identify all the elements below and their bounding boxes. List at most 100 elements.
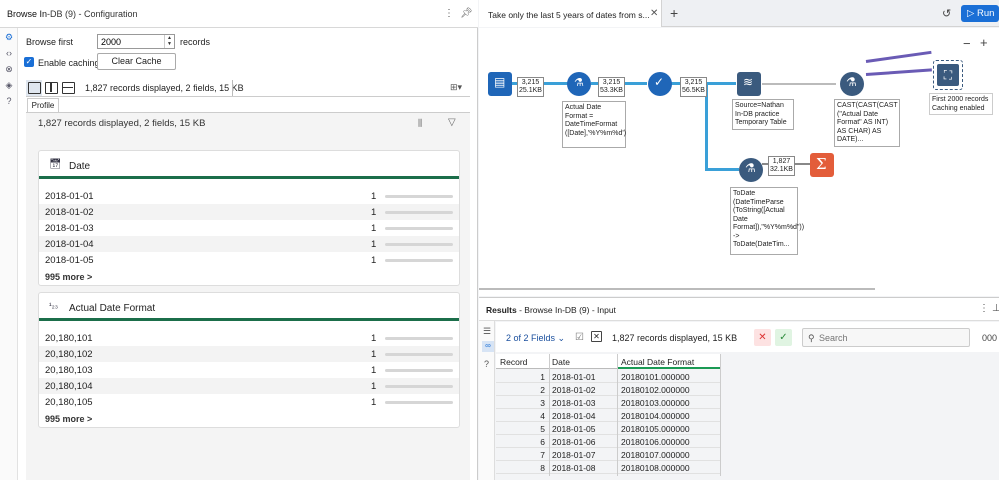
- help-icon[interactable]: ?: [484, 359, 490, 369]
- connect-annotation: Source=Nathan In-DB practice Temporary T…: [732, 99, 794, 130]
- zoom-in-icon[interactable]: +: [980, 35, 988, 50]
- card-header: [39, 293, 459, 321]
- formula-tool[interactable]: ⚗: [567, 72, 591, 96]
- workflow-tab-label: Take only the last 5 years of dates from…: [488, 10, 650, 20]
- formula-in-db-tool-2[interactable]: ⚗: [739, 158, 763, 182]
- more-options-icon[interactable]: ⋮: [979, 303, 989, 314]
- data-cleansing-tool[interactable]: ✓: [648, 72, 672, 96]
- list-icon[interactable]: ☰: [483, 326, 492, 336]
- add-tab-icon[interactable]: +: [670, 5, 679, 21]
- pin-icon[interactable]: 📌︎: [460, 8, 473, 19]
- more-values-link[interactable]: 995 more >: [45, 272, 93, 282]
- column-header[interactable]: Date: [552, 357, 570, 367]
- view-divider: [232, 80, 233, 96]
- connection-line: [705, 168, 739, 171]
- more-options-icon[interactable]: ⋮: [444, 8, 454, 19]
- profile-summary: 1,827 records displayed, 2 fields, 15 KB: [38, 118, 206, 129]
- formula-in-db-annotation: CAST(CAST(CAST ("Actual Date Format" AS …: [834, 99, 900, 147]
- connection-icon[interactable]: ⊗: [5, 64, 13, 74]
- browse-first-input[interactable]: [97, 34, 175, 49]
- browse-first-stepper[interactable]: ▲▼: [164, 35, 174, 48]
- connect-in-db-tool[interactable]: ≋: [737, 72, 761, 96]
- browse-annotation: First 2000 records Caching enabled: [929, 93, 993, 115]
- gear-icon[interactable]: ⚙: [4, 32, 14, 42]
- grid-header: Record Date Actual Date Format: [496, 354, 721, 369]
- pin-icon[interactable]: ⊥: [992, 303, 999, 314]
- card-header: [39, 151, 459, 179]
- bar-chart-icon[interactable]: ⫼: [418, 118, 423, 128]
- canvas-scrollbar[interactable]: [479, 288, 875, 290]
- overflow-icon[interactable]: 000: [982, 333, 998, 343]
- checkmark-icon: ✓: [654, 75, 665, 89]
- sigma-icon: Σ: [816, 155, 827, 173]
- run-button[interactable]: ▷ Run: [961, 5, 999, 22]
- binoculars-icon[interactable]: ∞: [482, 341, 494, 352]
- single-view-icon[interactable]: [28, 82, 41, 94]
- export-menu-icon[interactable]: ⊞▾: [450, 82, 463, 92]
- connection-line: [705, 84, 708, 169]
- results-sidebar: [479, 321, 495, 480]
- formula-in-db-tool[interactable]: ⚗: [840, 72, 864, 96]
- search-input[interactable]: [819, 332, 959, 344]
- column-divider: [720, 354, 721, 476]
- checkbox-icon[interactable]: ☑: [575, 332, 584, 343]
- tag-icon[interactable]: ◈: [5, 80, 13, 90]
- configuration-header: [0, 0, 478, 28]
- split-vertical-view-icon[interactable]: [45, 82, 58, 94]
- close-icon[interactable]: ✕: [650, 8, 659, 19]
- history-icon[interactable]: ↺: [942, 8, 952, 20]
- fields-selector[interactable]: 2 of 2 Fields ⌄: [506, 333, 566, 343]
- connection-line: [762, 83, 836, 85]
- deselect-icon[interactable]: ✕: [591, 331, 602, 342]
- formula-in-db-annotation-2: ToDate (DateTimeParse (ToString([Actual …: [730, 187, 804, 255]
- binoculars-icon: ⛶: [937, 64, 959, 86]
- config-sidebar: [0, 28, 18, 480]
- more-values-link[interactable]: 995 more >: [45, 414, 93, 424]
- formula-annotation: Actual Date Format = DateTimeFormat ([Da…: [562, 101, 626, 148]
- tab-workflow[interactable]: [479, 0, 662, 27]
- summarize-in-db-tool[interactable]: Σ: [810, 153, 834, 177]
- browse-in-db-tool[interactable]: ⛶: [933, 60, 963, 90]
- configuration-title: Browse In-DB (9) - Configuration: [7, 9, 138, 19]
- column-header[interactable]: Record: [500, 357, 528, 367]
- help-icon[interactable]: ?: [6, 96, 12, 106]
- database-icon: ▤: [494, 75, 506, 89]
- accept-button[interactable]: ✓: [775, 329, 792, 346]
- filter-icon[interactable]: ▽: [448, 117, 456, 128]
- view-toolbar: [26, 80, 470, 97]
- zoom-out-icon[interactable]: −: [963, 36, 971, 51]
- records-label: records: [180, 37, 211, 47]
- split-horizontal-view-icon[interactable]: [62, 82, 75, 94]
- enable-caching-checkbox[interactable]: ✓: [24, 57, 34, 67]
- reject-button[interactable]: ✕: [754, 329, 771, 346]
- clear-cache-button[interactable]: Clear Cache: [97, 53, 176, 70]
- play-icon: ▷: [967, 8, 977, 19]
- input-data-tool[interactable]: ▤: [488, 72, 512, 96]
- code-icon[interactable]: ‹›: [6, 48, 12, 58]
- results-header: [479, 297, 999, 321]
- tab-profile[interactable]: Profile: [27, 98, 59, 112]
- column-header[interactable]: Actual Date Format: [621, 357, 695, 367]
